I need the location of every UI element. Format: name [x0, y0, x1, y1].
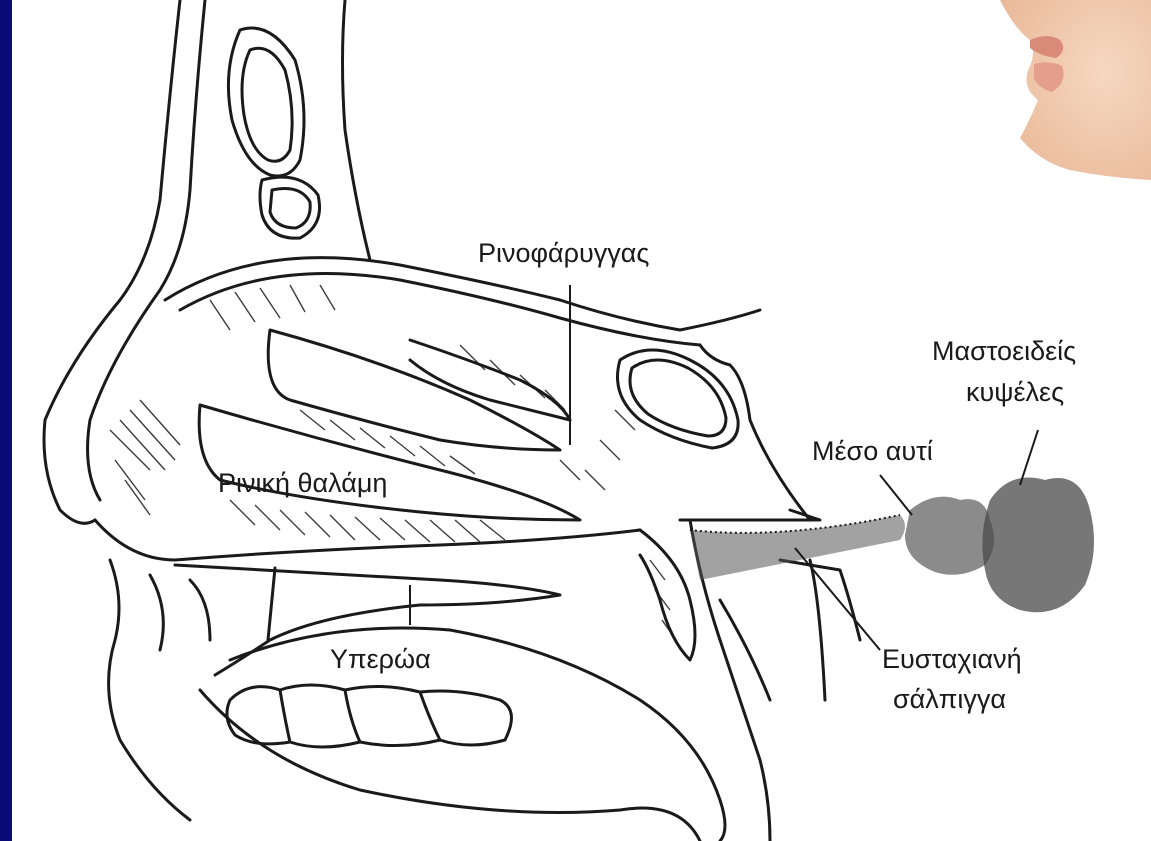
middle-turbinate — [268, 330, 560, 450]
label-mastoid-line2: κυψέλες — [966, 377, 1064, 407]
left-frame-border — [0, 0, 12, 841]
diagram-stage: Ρινοφάρυγγας Ρινική θαλάμη Υπερώα Μαστοε… — [12, 0, 1151, 841]
middle-ear — [905, 497, 994, 575]
eustachian-tube — [690, 515, 905, 580]
label-eustachian-line2: σάλπιγγα — [893, 684, 1006, 714]
label-palate: Υπερώα — [330, 644, 431, 674]
skull-outline — [44, 0, 860, 841]
label-eustachian-line1: Ευσταχιανή — [882, 644, 1022, 674]
soft-palate — [640, 530, 695, 660]
superior-turbinate — [410, 340, 570, 420]
nasal-anatomy-diagram: Ρινοφάρυγγας Ρινική θαλάμη Υπερώα Μαστοε… — [12, 0, 1151, 841]
label-mastoid-line1: Μαστοειδείς — [932, 336, 1076, 366]
face-photo — [1000, 0, 1151, 180]
label-nasopharynx: Ρινοφάρυγγας — [478, 238, 649, 268]
label-middle-ear: Μέσο αυτί — [812, 436, 933, 466]
inferior-turbinate — [199, 405, 580, 520]
label-nasal-cavity: Ρινική θαλάμη — [218, 468, 387, 498]
teeth — [227, 685, 511, 747]
mastoid-cells — [982, 478, 1094, 613]
